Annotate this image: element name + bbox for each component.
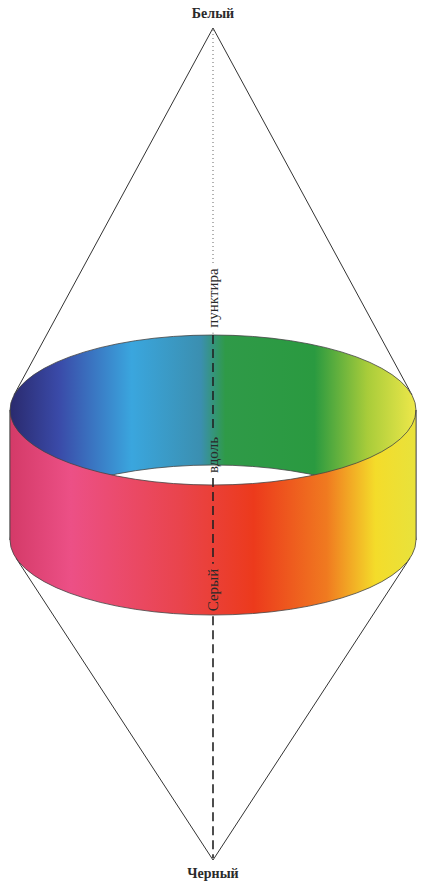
axis-segment: [212, 616, 214, 858]
axis-segment: [212, 478, 214, 564]
axis-label: пунктира: [205, 268, 222, 327]
pole-label: Черный: [187, 866, 238, 881]
band-outer-wall: [10, 410, 416, 615]
axis-segment: [212, 335, 214, 432]
axis-segment: [213, 333, 214, 335]
axis-label: вдоль: [205, 437, 222, 473]
pole-label: Белый: [192, 6, 234, 21]
axis-label: Серый: [205, 569, 222, 611]
axis-segment: [213, 30, 214, 263]
